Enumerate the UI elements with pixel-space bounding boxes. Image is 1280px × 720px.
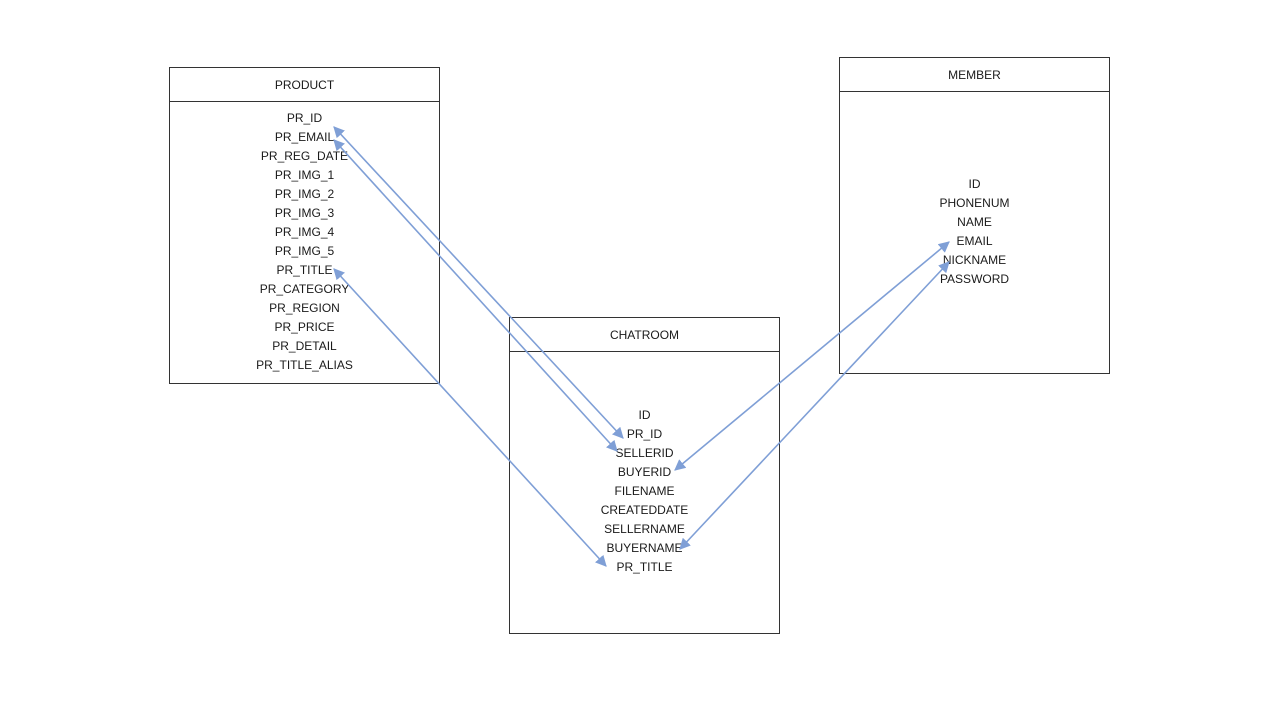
product-field-pr-category: PR_CATEGORY — [259, 282, 350, 296]
chatroom-field-filename: FILENAME — [614, 484, 675, 498]
chatroom-field-sellername: SELLERNAME — [604, 522, 685, 536]
member-field-list: ID PHONENUM NAME EMAIL NICKNAME PASSWORD — [840, 175, 1109, 289]
chatroom-field-list: ID PR_ID SELLERID BUYERID FILENAME CREAT… — [510, 406, 779, 577]
product-field-pr-img-3: PR_IMG_3 — [274, 206, 335, 220]
product-field-pr-detail: PR_DETAIL — [272, 339, 337, 353]
member-field-password: PASSWORD — [939, 272, 1010, 286]
member-field-id: ID — [968, 177, 981, 191]
chatroom-field-buyername: BUYERNAME — [606, 541, 683, 555]
product-field-pr-price: PR_PRICE — [274, 320, 335, 334]
chatroom-field-createddate: CREATEDDATE — [600, 503, 689, 517]
product-field-pr-email: PR_EMAIL — [274, 130, 335, 144]
chatroom-field-pr-id: PR_ID — [626, 427, 663, 441]
chatroom-field-sellerid: SELLERID — [615, 446, 674, 460]
product-field-pr-img-5: PR_IMG_5 — [274, 244, 335, 258]
member-field-nickname: NICKNAME — [942, 253, 1007, 267]
member-field-email: EMAIL — [956, 234, 993, 248]
product-entity[interactable]: PRODUCT PR_ID PR_EMAIL PR_REG_DATE PR_IM… — [169, 67, 440, 384]
product-field-pr-reg-date: PR_REG_DATE — [260, 149, 349, 163]
product-field-pr-img-1: PR_IMG_1 — [274, 168, 335, 182]
member-field-name: NAME — [957, 215, 992, 229]
member-field-phonenum: PHONENUM — [939, 196, 1010, 210]
chatroom-entity[interactable]: CHATROOM ID PR_ID SELLERID BUYERID FILEN… — [509, 317, 780, 634]
member-entity-title: MEMBER — [840, 58, 1109, 92]
product-field-pr-img-4: PR_IMG_4 — [274, 225, 335, 239]
product-field-pr-id: PR_ID — [286, 111, 323, 125]
chatroom-field-pr-title: PR_TITLE — [616, 560, 673, 574]
product-entity-title: PRODUCT — [170, 68, 439, 102]
member-entity[interactable]: MEMBER ID PHONENUM NAME EMAIL NICKNAME P… — [839, 57, 1110, 374]
chatroom-field-buyerid: BUYERID — [617, 465, 672, 479]
product-field-pr-region: PR_REGION — [269, 301, 340, 315]
product-field-list: PR_ID PR_EMAIL PR_REG_DATE PR_IMG_1 PR_I… — [170, 109, 439, 375]
product-field-pr-title-alias: PR_TITLE_ALIAS — [256, 358, 353, 372]
product-field-pr-title: PR_TITLE — [276, 263, 333, 277]
product-field-pr-img-2: PR_IMG_2 — [274, 187, 335, 201]
chatroom-entity-title: CHATROOM — [510, 318, 779, 352]
chatroom-field-id: ID — [638, 408, 651, 422]
